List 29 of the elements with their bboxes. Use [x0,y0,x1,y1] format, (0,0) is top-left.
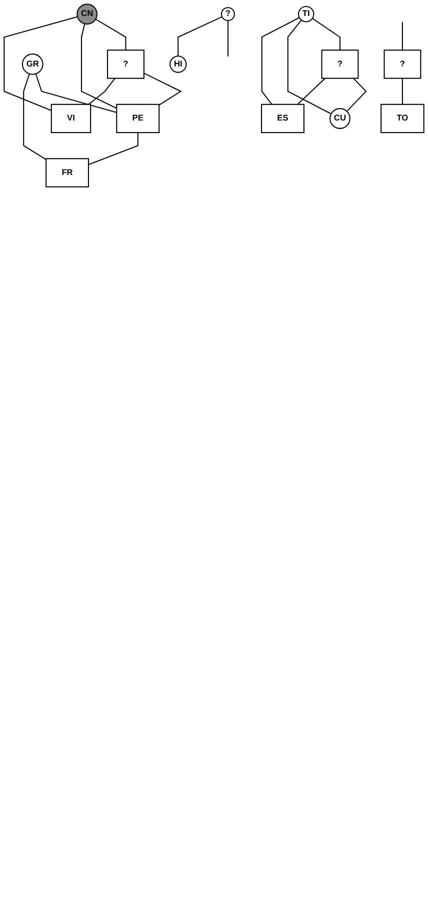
node-box: FR [46,158,89,188]
node-circle: TI [298,6,314,22]
node-box: ES [260,104,304,134]
connector [261,17,300,105]
connector [402,78,403,104]
connector [227,20,228,56]
connector [35,74,117,113]
node-box: TO [380,104,424,134]
connector [178,16,222,56]
connector [297,78,326,105]
node-circle: GR [22,54,44,75]
connector [88,78,116,105]
connector [4,16,78,111]
node-box: PE [116,104,160,134]
connector [80,24,117,109]
node-box: ? [321,50,359,79]
connector [312,18,340,50]
connector [402,22,403,50]
connector [95,18,126,50]
node-box: ? [384,50,422,79]
node-circle: CU [330,108,350,129]
node-circle: CN [76,4,98,25]
connector [23,74,46,160]
node-circle: HI [170,56,187,73]
node-box: VI [50,104,92,134]
node-box: ? [107,50,144,79]
connector [88,132,138,166]
node-circle: ? [220,7,235,22]
connector [287,20,332,114]
